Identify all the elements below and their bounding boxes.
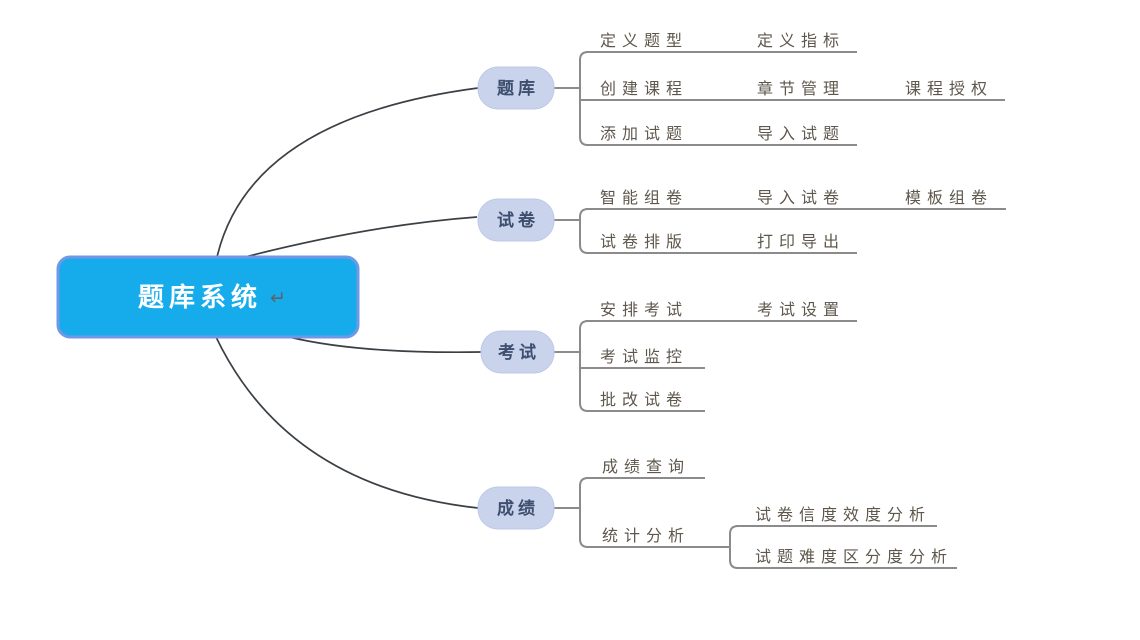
root-topic-label: 题库系统	[138, 282, 262, 313]
subtopic-label[interactable]: 考试监控	[600, 347, 688, 366]
subtopic-label[interactable]: 成绩查询	[602, 457, 690, 476]
subtopic-label[interactable]: 试卷排版	[600, 232, 688, 251]
root-branch-curve	[215, 336, 479, 509]
branch-grades: 成绩 成绩查询 统计分析 试卷信度效度分析 试题难度区分度分析	[477, 457, 957, 569]
enter-key-icon: ↵	[270, 287, 286, 309]
subtopic-label[interactable]: 打印导出	[757, 232, 845, 251]
subtopic-label[interactable]: 定义指标	[757, 31, 845, 50]
branch-question-bank: 题库 定义题型 定义指标 创建课程 章节管理 课程授权 添加试题 导入试题	[477, 31, 1005, 146]
branch-test-paper: 试卷 智能组卷 导入试卷 模板组卷 试卷排版 打印导出	[477, 188, 1006, 254]
subtopic-label[interactable]: 试卷信度效度分析	[755, 505, 931, 524]
subtopic-label[interactable]: 章节管理	[757, 79, 845, 98]
subtopic-label[interactable]: 考试设置	[757, 300, 845, 319]
tree-bracket	[579, 208, 589, 254]
subtopic-label[interactable]: 定义题型	[600, 31, 688, 50]
branch-exam: 考试 安排考试 考试设置 考试监控 批改试卷	[480, 300, 857, 412]
subtopic-label[interactable]: 试题难度区分度分析	[755, 547, 953, 566]
subtopic-label[interactable]: 导入试题	[757, 124, 845, 143]
branch-topic-node[interactable]	[477, 486, 555, 530]
branch-topic-node[interactable]	[480, 330, 555, 374]
subtopic-label[interactable]: 智能组卷	[600, 188, 688, 207]
subtopic-label[interactable]: 导入试卷	[757, 188, 845, 207]
subtopic-label[interactable]: 模板组卷	[905, 188, 993, 207]
root-topic-node[interactable]	[56, 255, 360, 339]
root-topic[interactable]: 题库系统 ↵	[56, 255, 360, 339]
branch-topic-label[interactable]: 题库	[497, 78, 539, 99]
branch-topic-label[interactable]: 考试	[497, 342, 540, 363]
subtopic-label[interactable]: 安排考试	[600, 300, 688, 319]
branch-topic-node[interactable]	[477, 66, 555, 110]
root-branch-curve	[288, 336, 482, 354]
tree-bracket	[729, 525, 739, 569]
subtopic-label[interactable]: 课程授权	[905, 79, 993, 98]
branch-topic-node[interactable]	[477, 198, 555, 242]
branch-topic-label[interactable]: 成绩	[497, 498, 539, 519]
subtopic-label[interactable]: 添加试题	[600, 124, 688, 143]
subtopic-label[interactable]: 统计分析	[602, 526, 690, 545]
root-branch-curve	[216, 87, 479, 258]
branch-topic-label[interactable]: 试卷	[497, 210, 539, 231]
tree-bracket	[579, 320, 589, 412]
tree-bracket	[579, 477, 589, 548]
subtopic-label[interactable]: 批改试卷	[600, 390, 688, 409]
subtopic-label[interactable]: 创建课程	[600, 79, 688, 98]
tree-bracket	[579, 51, 589, 146]
root-branch-curve	[244, 216, 478, 258]
